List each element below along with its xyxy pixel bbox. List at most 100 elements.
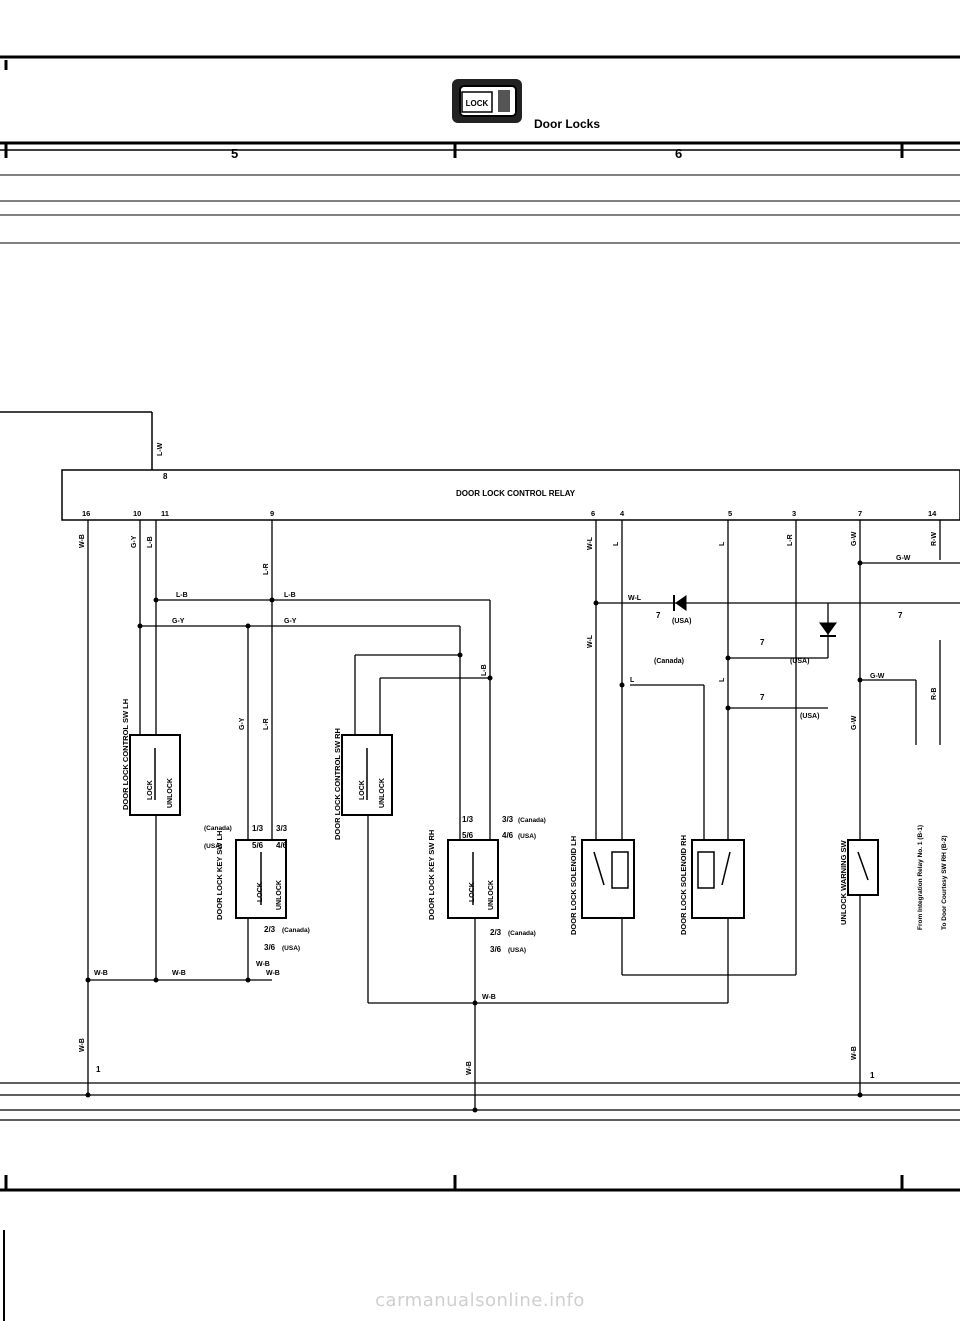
key-sw-lh-label: DOOR LOCK KEY SW LH xyxy=(215,831,224,920)
wire-l-2: L xyxy=(630,677,635,684)
door-lock-control-relay xyxy=(0,411,960,521)
pin-f46-lh: 4/6 xyxy=(276,841,288,850)
wire-wl-3: W-L xyxy=(628,595,642,602)
pin-f13-lh: 1/3 xyxy=(252,824,264,833)
wire-wb-9: W-B xyxy=(256,961,270,968)
to-courtesy-note: To Door Courtesy SW RH (B-2) xyxy=(941,836,948,931)
pin-f13-rh: 1/3 xyxy=(462,815,474,824)
ctrl-sw-lh-unlock: UNLOCK xyxy=(167,778,174,808)
wire-wl-1: W-L xyxy=(587,536,594,550)
wire-gy-1: G-Y xyxy=(131,535,138,548)
wire-wb-1: W-B xyxy=(79,534,86,548)
wire-l-3: L xyxy=(719,541,726,546)
relay-name: DOOR LOCK CONTROL RELAY xyxy=(456,489,576,498)
pin-7-d: 7 xyxy=(898,611,903,620)
pin-7-c: 7 xyxy=(760,693,765,702)
relay-pin-10: 10 xyxy=(133,509,141,518)
note-usa-1: (USA) xyxy=(672,618,691,625)
ground-pin-1-lh: 1 xyxy=(96,1065,101,1074)
ctrl-sw-lh-lock: LOCK xyxy=(147,780,154,800)
wire-gy-3: G-Y xyxy=(284,618,297,625)
switch-contacts xyxy=(154,748,869,905)
relay-pin-14: 14 xyxy=(928,509,937,518)
wire-wb-8: W-B xyxy=(851,1046,858,1060)
door-lock-icon: LOCK xyxy=(452,79,522,123)
pin-f33-lh: 3/3 xyxy=(276,824,288,833)
wire-gy-4: G-Y xyxy=(239,717,246,730)
wire-lb-3: L-B xyxy=(284,592,296,599)
wire-wb-6: W-B xyxy=(79,1038,86,1052)
note-usa-4: (USA) xyxy=(204,843,222,850)
note-canada-5: (Canada) xyxy=(508,930,536,937)
diode-icon xyxy=(673,595,837,637)
note-usa-3: (USA) xyxy=(800,713,819,720)
pin-f56-lh: 5/6 xyxy=(252,841,264,850)
wire-lr-2: L-R xyxy=(263,718,270,730)
unlock-warning-sw-label: UNLOCK WARNING SW xyxy=(839,840,848,925)
pin-f56-rh: 5/6 xyxy=(462,831,474,840)
key-sw-rh-label: DOOR LOCK KEY SW RH xyxy=(427,830,436,920)
pin-f46-rh: 4/6 xyxy=(502,831,514,840)
pin-f23-rh: 2/3 xyxy=(490,928,502,937)
wire-l-1: L xyxy=(613,541,620,546)
note-canada-1: (Canada) xyxy=(654,658,684,665)
note-usa-2: (USA) xyxy=(790,658,809,665)
pin-f33-rh: 3/3 xyxy=(502,815,514,824)
from-relay-note: From Integration Relay No. 1 (B-1) xyxy=(917,825,924,930)
note-canada-3: (Canada) xyxy=(282,927,310,934)
icon-lock-text: LOCK xyxy=(466,99,489,108)
ground-pin-1-rh: 1 xyxy=(870,1071,875,1080)
relay-pin-3: 3 xyxy=(792,509,796,518)
wire-wb-3: W-B xyxy=(172,970,186,977)
wire-l-4: L xyxy=(719,677,726,682)
pin-f36-lh: 3/6 xyxy=(264,943,276,952)
wire-lb-1: L-B xyxy=(147,536,154,548)
wire-lb-2: L-B xyxy=(176,592,188,599)
grid-col-5: 5 xyxy=(231,146,238,161)
solenoid-rh-label: DOOR LOCK SOLENOID RH xyxy=(679,835,688,935)
pin-notes: (USA) (Canada) (USA) (USA) (Canada) (USA… xyxy=(96,611,903,1080)
wire-wb-5: W-B xyxy=(482,994,496,1001)
ctrl-sw-rh-label: DOOR LOCK CONTROL SW RH xyxy=(333,728,342,840)
wire-gw-4: G-W xyxy=(851,715,858,730)
wire-wl-2: W-L xyxy=(587,634,594,648)
wire-label-lw: L-W xyxy=(157,442,164,456)
solenoid-rh xyxy=(691,839,745,919)
wire-lb-4: L-B xyxy=(481,664,488,676)
wire-lr-3: L-R xyxy=(787,534,794,546)
wire-wb-2: W-B xyxy=(94,970,108,977)
note-usa-6: (USA) xyxy=(518,833,536,840)
pin-f36-rh: 3/6 xyxy=(490,945,502,954)
pin-7-a: 7 xyxy=(656,611,661,620)
wire-rw-1: R-W xyxy=(931,532,938,546)
note-usa-5: (USA) xyxy=(282,945,300,952)
wire-gw-2: G-W xyxy=(896,555,911,562)
relay-pin-11: 11 xyxy=(161,509,169,518)
relay-pin-7: 7 xyxy=(858,509,862,518)
header-frame xyxy=(0,55,960,244)
junction-dots xyxy=(85,560,863,1113)
wiring xyxy=(0,520,960,1121)
relay-pin-8: 8 xyxy=(163,472,168,481)
watermark: carmanualsonline.info xyxy=(375,1290,585,1311)
ctrl-sw-rh-unlock: UNLOCK xyxy=(379,778,386,808)
relay-pin-16: 16 xyxy=(82,509,90,518)
page-title: Door Locks xyxy=(534,117,600,131)
wire-rb-1: R-B xyxy=(931,688,938,700)
wire-gw-1: G-W xyxy=(851,531,858,546)
wire-gy-2: G-Y xyxy=(172,618,185,625)
wire-wb-4: W-B xyxy=(266,970,280,977)
ctrl-sw-lh-label: DOOR LOCK CONTROL SW LH xyxy=(121,699,130,810)
note-canada-4: (Canada) xyxy=(518,817,546,824)
key-sw-rh-unlock: UNLOCK xyxy=(488,880,495,910)
wire-gw-3: G-W xyxy=(870,673,885,680)
pin-7-b: 7 xyxy=(760,638,765,647)
relay-pin-6: 6 xyxy=(591,509,595,518)
wire-wb-7: W-B xyxy=(466,1061,473,1075)
pin-f23-lh: 2/3 xyxy=(264,925,276,934)
grid-col-6: 6 xyxy=(675,146,682,161)
footer-frame xyxy=(0,1175,960,1321)
key-sw-lh-unlock: UNLOCK xyxy=(276,880,283,910)
wire-lr-1: L-R xyxy=(263,563,270,575)
